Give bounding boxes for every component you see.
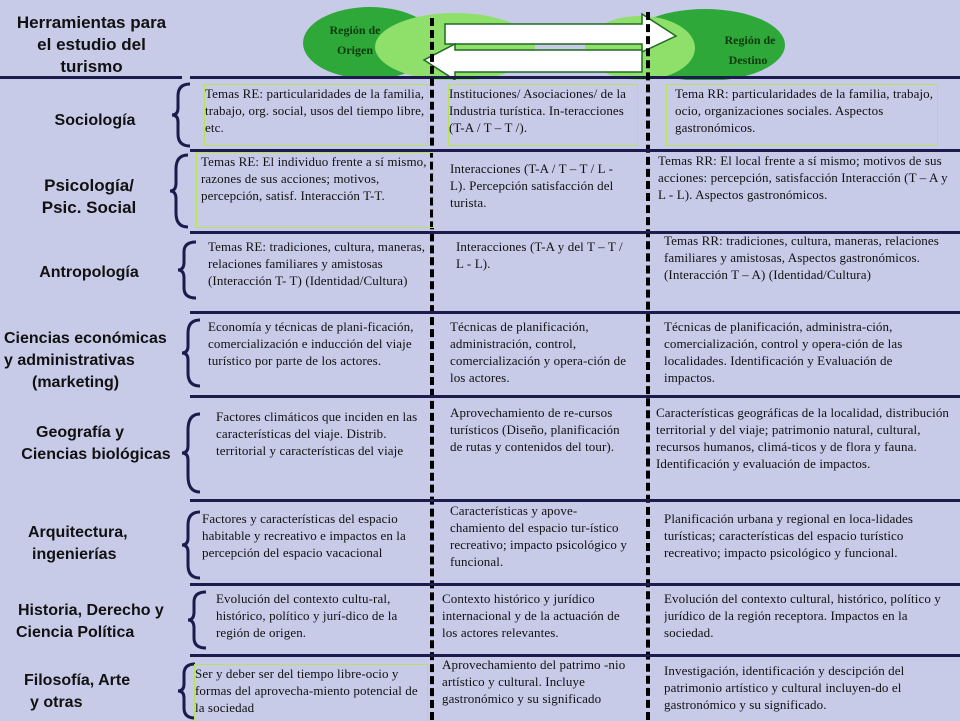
brace-icon: [181, 412, 201, 494]
origin-boundary-line: [430, 18, 434, 720]
discipline-historia: Historia, Derecho y Ciencia Política: [16, 600, 196, 644]
origin-cell: Factores climáticos que inciden en las c…: [216, 409, 418, 458]
destination-cell: Tema RR: particularidades de la familia,…: [666, 84, 938, 146]
title-underline: [0, 76, 182, 79]
transit-cell: Aprovechamiento de re-cursos turísticos …: [450, 405, 620, 454]
origin-cell: Economía y técnicas de plani-ficación, c…: [208, 319, 414, 368]
destination-label-1: Región de: [725, 33, 777, 47]
discipline-line: Ciencia Política: [16, 624, 135, 641]
arrow-to-destination-icon: [444, 12, 678, 54]
brace-icon: [187, 590, 207, 650]
discipline-line: Sociología: [54, 112, 136, 129]
brace-icon: [171, 82, 191, 148]
title-line-2: el estudio del: [37, 35, 146, 54]
transit-cell: Técnicas de planificación, administració…: [450, 319, 627, 385]
discipline-line: Arquitectura,: [28, 524, 128, 541]
destination-cell: Temas RR: El local frente a sí mismo; mo…: [658, 153, 948, 202]
row-separator: [190, 583, 960, 586]
discipline-line: Ciencias económicas: [4, 330, 167, 347]
discipline-line: y administrativas: [4, 352, 135, 369]
brace-icon: [181, 318, 201, 388]
brace-icon: [169, 153, 189, 229]
discipline-line: (marketing): [32, 374, 120, 391]
destination-boundary-line: [646, 12, 650, 720]
discipline-line: Ciencias biológicas: [21, 446, 171, 463]
destination-cell: Temas RR: tradiciones, cultura, maneras,…: [664, 233, 939, 282]
arrow-to-origin-icon: [422, 42, 643, 80]
row-separator: [190, 395, 960, 398]
transit-cell: Aprovechamiento del patrimo -nio artísti…: [442, 657, 626, 706]
origin-label-2: Origen: [337, 43, 373, 57]
discipline-line: Historia, Derecho y: [18, 602, 164, 619]
destination-cell: Evolución del contexto cultural, históri…: [664, 591, 941, 640]
row-separator: [190, 654, 960, 657]
discipline-geografia: Geografía y Ciencias biológicas: [6, 422, 186, 466]
origin-cell: Temas RE: tradiciones, cultura, maneras,…: [208, 239, 426, 288]
destination-cell: Técnicas de planificación, administra-ci…: [664, 319, 903, 385]
row-separator: [190, 311, 960, 314]
destination-label-2: Destino: [729, 53, 768, 67]
row-separator: [190, 231, 960, 234]
discipline-arquitectura: Arquitectura, ingenierías: [14, 522, 174, 566]
discipline-ciencias-economicas: Ciencias económicas y administrativas (m…: [4, 328, 200, 394]
transit-cell: Características y apove-chamiento del es…: [450, 503, 627, 569]
brace-icon: [181, 510, 201, 580]
discipline-line: Psicología/: [44, 176, 134, 195]
discipline-filosofia: Filosofía, Arte y otras: [24, 670, 184, 714]
discipline-line: Antropología: [39, 264, 139, 281]
destination-cell: Planificación urbana y regional en loca-…: [664, 511, 914, 560]
main-title: Herramientas para el estudio del turismo: [4, 12, 179, 78]
discipline-line: Psic. Social: [41, 198, 137, 217]
brace-icon: [177, 662, 196, 720]
origin-cell: Temas RE: particularidades de la familia…: [204, 84, 428, 146]
discipline-psicologia: Psicología/ Psic. Social: [14, 175, 164, 219]
brace-icon: [177, 240, 197, 300]
title-line-3: turismo: [60, 57, 123, 76]
header-rule: [190, 76, 960, 79]
transit-cell: Interacciones (T-A / T – T / L - L). Per…: [450, 161, 614, 210]
regions-graphic: Región de Origen Región de Destino: [303, 7, 785, 80]
origin-cell: Evolución del contexto cultu-ral, histór…: [216, 591, 398, 640]
destination-cell: Características geográficas de la locali…: [656, 405, 950, 471]
transit-cell: Instituciones/ Asociaciones/ de la Indus…: [448, 84, 638, 146]
title-line-1: Herramientas para: [16, 13, 167, 32]
row-separator: [190, 149, 960, 152]
discipline-line: Geografía y: [36, 424, 125, 441]
origin-cell: Factores y características del espacio h…: [202, 511, 406, 560]
discipline-line: Filosofía, Arte: [24, 672, 131, 689]
diagram-header: Herramientas para el estudio del turismo…: [0, 0, 960, 80]
origin-label-1: Región de: [330, 23, 382, 37]
destination-cell: Investigación, identificación y descipci…: [664, 663, 905, 712]
transit-cell: Contexto histórico y jurídico internacio…: [442, 591, 620, 640]
discipline-sociologia: Sociología: [20, 110, 170, 132]
discipline-antropologia: Antropología: [14, 262, 164, 284]
origin-cell: Temas RE: El individuo frente a sí mismo…: [196, 152, 434, 228]
origin-cell: Ser y deber ser del tiempo libre-ocio y …: [194, 664, 428, 721]
discipline-line: ingenierías: [32, 546, 117, 563]
discipline-line: y otras: [30, 694, 83, 711]
row-separator: [190, 499, 960, 502]
transit-cell: Interacciones (T-A y del T – T / L - L).: [456, 239, 623, 271]
